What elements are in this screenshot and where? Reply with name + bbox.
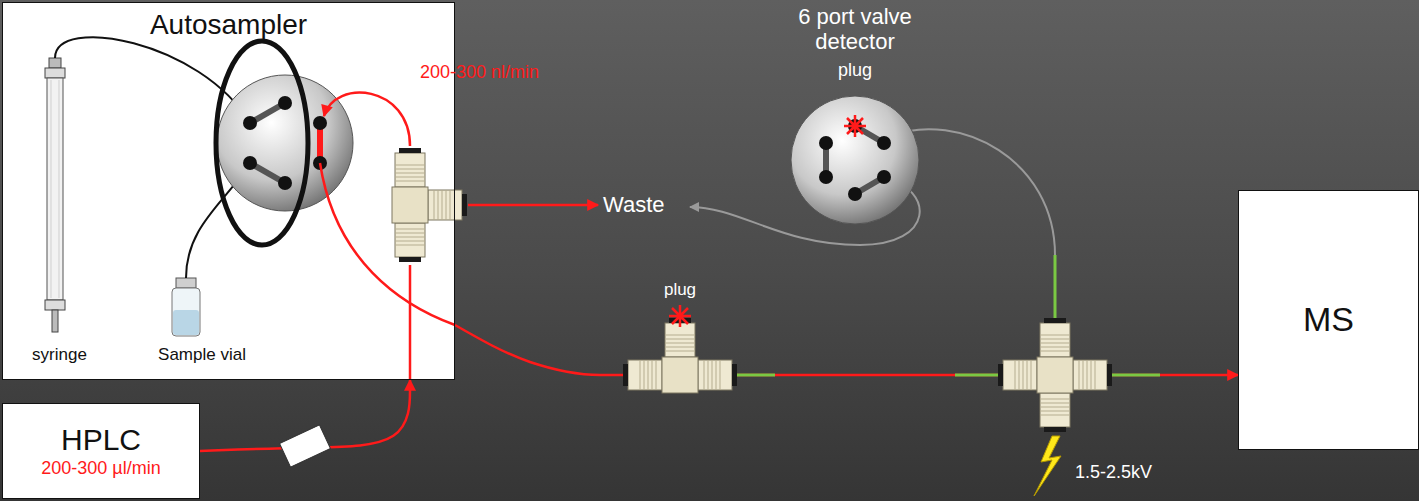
flow-connector [455,325,1238,375]
node-text: 200-300 µl/min [41,458,160,479]
split-tee [392,148,467,262]
voltage-label: 1.5-2.5kV [1075,462,1152,483]
node-text: MS [1303,300,1354,339]
node-text: syringe [32,345,87,365]
detector-valve-heading: 6 port valve detector [775,4,935,60]
waste-label: Waste [603,192,665,218]
plug-label: plug [664,280,696,300]
node-text: Autosampler [150,9,307,41]
waste-arrow [468,204,598,207]
sample-vial-part: Sample vial [145,270,260,365]
autosampler-box: Autosampler syringe Sample vial [2,2,455,380]
inline-filter [280,425,331,467]
ms-box: MS [1238,190,1419,450]
detector-valve [791,96,919,224]
autosampler-ground [2,2,455,380]
syringe-symbol [45,58,65,332]
hv-cross [998,318,1112,432]
flow-rate-label: 200-300 nl/min [420,62,539,83]
flow-arrow [324,93,410,146]
plug-label: plug [838,60,872,81]
flow-line [320,163,455,325]
plugged-tee [623,318,737,393]
hplc-box: HPLC200-300 µl/min [2,403,200,499]
sample-vial-symbol [172,278,200,336]
flow-line [409,265,412,380]
node-text: HPLC [61,423,141,458]
node-text: Sample vial [158,345,246,365]
plug-star [669,305,691,327]
syringe-part: syringe [15,50,105,365]
voltage-bolt [1034,436,1061,496]
injection-valve [216,41,353,245]
node-text: 6 port valve detector [780,4,930,55]
capillary-segment [737,255,1160,375]
